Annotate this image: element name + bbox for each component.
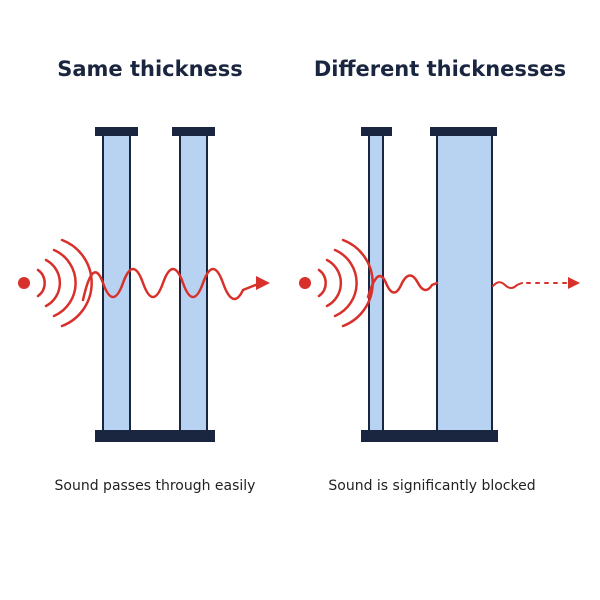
right-panel-title: Different thicknesses	[314, 57, 566, 81]
right-sound-wave-incident	[366, 274, 439, 299]
left-panel-title: Same thickness	[57, 57, 243, 81]
left-pane-1-cap	[95, 127, 138, 136]
left-pane-1	[102, 132, 131, 432]
right-sound-wave-residual	[492, 281, 523, 289]
right-pane-thin-cap	[361, 127, 392, 136]
left-glazing-unit	[95, 127, 215, 442]
arrow-right-icon	[256, 276, 270, 290]
left-pane-2-cap	[172, 127, 215, 136]
right-pane-thick	[436, 132, 493, 432]
right-pane-thick-cap	[430, 127, 497, 136]
right-frame-base	[361, 430, 498, 442]
sound-source-icon	[18, 238, 93, 328]
left-sound-wave	[81, 267, 260, 302]
right-panel-caption: Sound is significantly blocked	[328, 478, 535, 494]
right-pane-thin	[368, 132, 384, 432]
left-panel: Same thickness Sound passes through e	[18, 57, 270, 494]
left-frame-base	[95, 430, 215, 442]
sound-source-icon	[299, 238, 374, 328]
arrow-right-icon	[568, 277, 580, 289]
left-panel-caption: Sound passes through easily	[55, 478, 256, 494]
right-panel: Different thicknesses	[299, 57, 580, 494]
right-glazing-unit	[361, 127, 498, 442]
